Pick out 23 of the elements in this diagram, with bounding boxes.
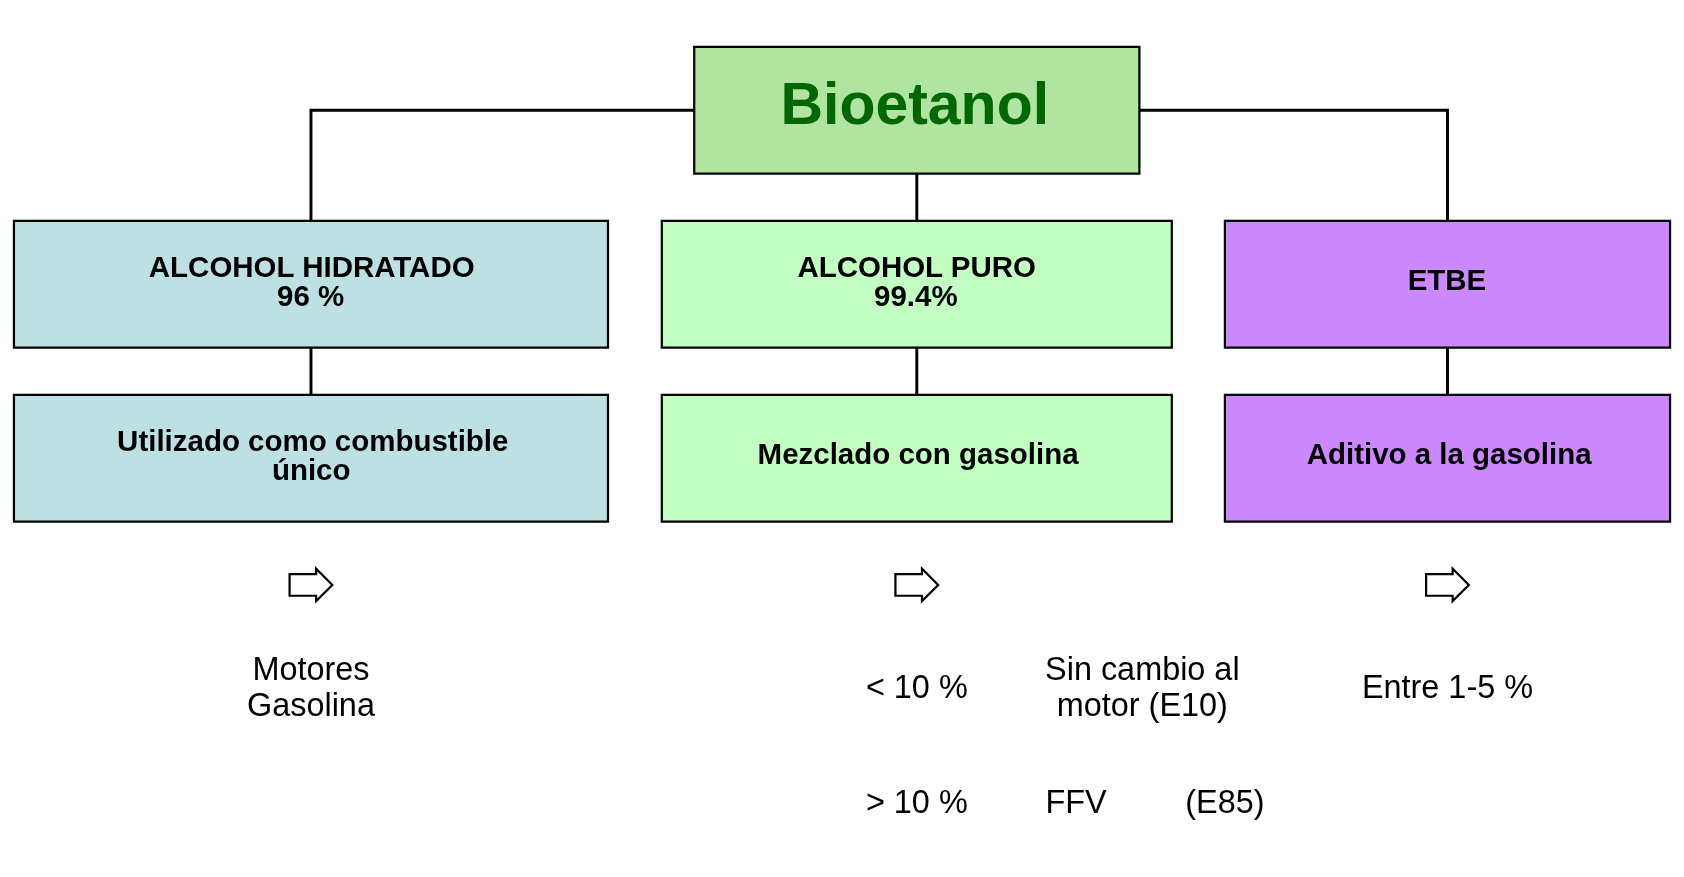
node-arrow — [894, 565, 940, 604]
connector — [309, 108, 694, 220]
label: Entre 1-5 % — [1361, 668, 1534, 705]
connector — [1139, 108, 1449, 220]
label: (E85) — [1185, 783, 1265, 820]
connector — [1446, 347, 1449, 394]
label: < 10 % — [865, 668, 968, 705]
node-box: Bioetanol — [693, 45, 1141, 175]
label: Sin cambio al motor (E10) — [1045, 650, 1240, 723]
label: > 10 % — [865, 783, 968, 820]
connector — [309, 347, 313, 394]
node-box: Utilizado como combustible único — [12, 393, 610, 523]
node-box: Mezclado con gasolina — [660, 393, 1173, 523]
node-box: ALCOHOL HIDRATADO 96 % — [12, 219, 610, 349]
connector — [915, 347, 919, 394]
connector — [915, 173, 919, 220]
node-arrow — [288, 565, 334, 604]
label: Motores Gasolina — [247, 650, 375, 723]
node-box: ALCOHOL PURO 99.4% — [660, 219, 1173, 349]
node-arrow — [1425, 565, 1471, 604]
node-box: Aditivo a la gasolina — [1223, 393, 1672, 523]
node-box: ETBE — [1223, 219, 1672, 349]
label: FFV — [1045, 783, 1107, 820]
